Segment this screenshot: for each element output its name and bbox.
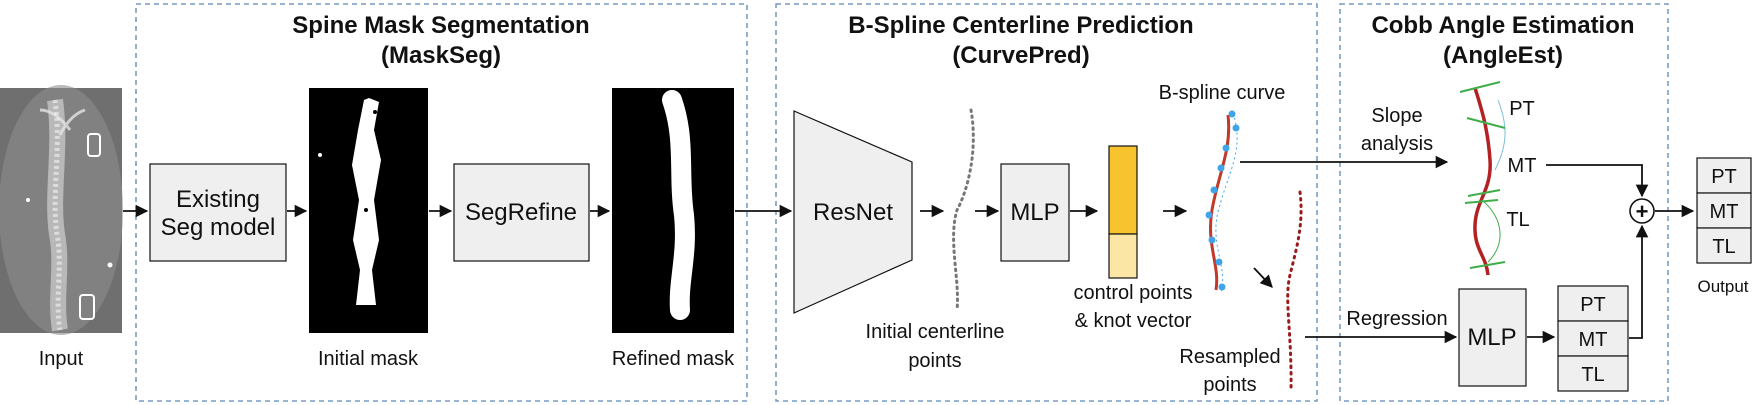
sum-operator-symbol: + xyxy=(1636,199,1649,224)
output-table-tl: TL xyxy=(1712,236,1735,258)
refined-mask-label: Refined mask xyxy=(612,348,735,370)
bspline-curve xyxy=(1205,110,1240,293)
angleest-stage-frame xyxy=(1339,3,1669,402)
resnet-block xyxy=(793,110,913,314)
curve-label-tl: TL xyxy=(1506,209,1529,231)
curve-label-mt: MT xyxy=(1508,155,1537,177)
mlp-curve-label: MLP xyxy=(1010,199,1059,226)
arrow-bspline-resampled xyxy=(1253,267,1273,288)
regression-output-table xyxy=(1557,285,1629,392)
initial-mask-label: Initial mask xyxy=(318,348,419,370)
arrow-mt-to-sum xyxy=(1546,164,1649,198)
mlp-angle-label: MLP xyxy=(1467,324,1516,351)
resampled-label-1: Resampled xyxy=(1179,346,1280,368)
segrefine-box xyxy=(453,163,590,262)
existing-seg-model-box xyxy=(149,163,287,262)
curve-label-pt: PT xyxy=(1509,98,1535,120)
curvepred-stage-frame xyxy=(775,3,1318,402)
initial-centerline-points xyxy=(952,108,975,312)
resampled-points xyxy=(1286,190,1303,394)
resampled-label-2: points xyxy=(1203,374,1256,396)
maskseg-subtitle: (MaskSeg) xyxy=(381,42,501,69)
maskseg-title: Spine Mask Segmentation xyxy=(292,12,589,39)
output-table-mt: MT xyxy=(1710,201,1739,223)
output-table xyxy=(1696,157,1752,264)
arrow-table-to-sum xyxy=(1629,224,1649,339)
control-points-label-2: & knot vector xyxy=(1075,310,1192,332)
mlp-angle-box xyxy=(1458,288,1527,387)
regression-table-pt: PT xyxy=(1580,294,1606,316)
curvepred-title: B-Spline Centerline Prediction xyxy=(848,12,1193,39)
input-label: Input xyxy=(39,348,84,370)
resnet-label: ResNet xyxy=(813,199,893,226)
slope-analysis-label-1: Slope xyxy=(1371,105,1422,127)
output-label: Output xyxy=(1697,277,1748,296)
slope-analysis-label-2: analysis xyxy=(1361,133,1433,155)
existing-seg-model-line1: Existing xyxy=(176,186,260,213)
bspline-curve-label: B-spline curve xyxy=(1159,82,1286,104)
input-xray-image xyxy=(0,85,123,335)
initial-mask-image xyxy=(309,88,428,333)
mlp-curve-box xyxy=(1000,163,1070,262)
angleest-title: Cobb Angle Estimation xyxy=(1371,12,1634,39)
control-points-label-1: control points xyxy=(1074,282,1193,304)
refined-mask-image xyxy=(612,88,734,333)
initial-centerline-label-1: Initial centerline xyxy=(866,321,1005,343)
segrefine-label: SegRefine xyxy=(465,199,577,226)
regression-table-tl: TL xyxy=(1581,364,1604,386)
output-table-pt: PT xyxy=(1711,166,1737,188)
curvepred-subtitle: (CurvePred) xyxy=(952,42,1089,69)
sum-operator-icon xyxy=(1629,198,1655,224)
regression-table-mt: MT xyxy=(1579,329,1608,351)
control-points-vector-top xyxy=(1108,145,1138,235)
cobb-angle-curve xyxy=(1459,81,1506,276)
regression-label: Regression xyxy=(1346,308,1447,330)
initial-centerline-label-2: points xyxy=(908,350,961,372)
existing-seg-model-line2: Seg model xyxy=(161,214,276,241)
control-points-vector-bottom xyxy=(1108,233,1138,279)
angleest-subtitle: (AngleEst) xyxy=(1443,42,1563,69)
